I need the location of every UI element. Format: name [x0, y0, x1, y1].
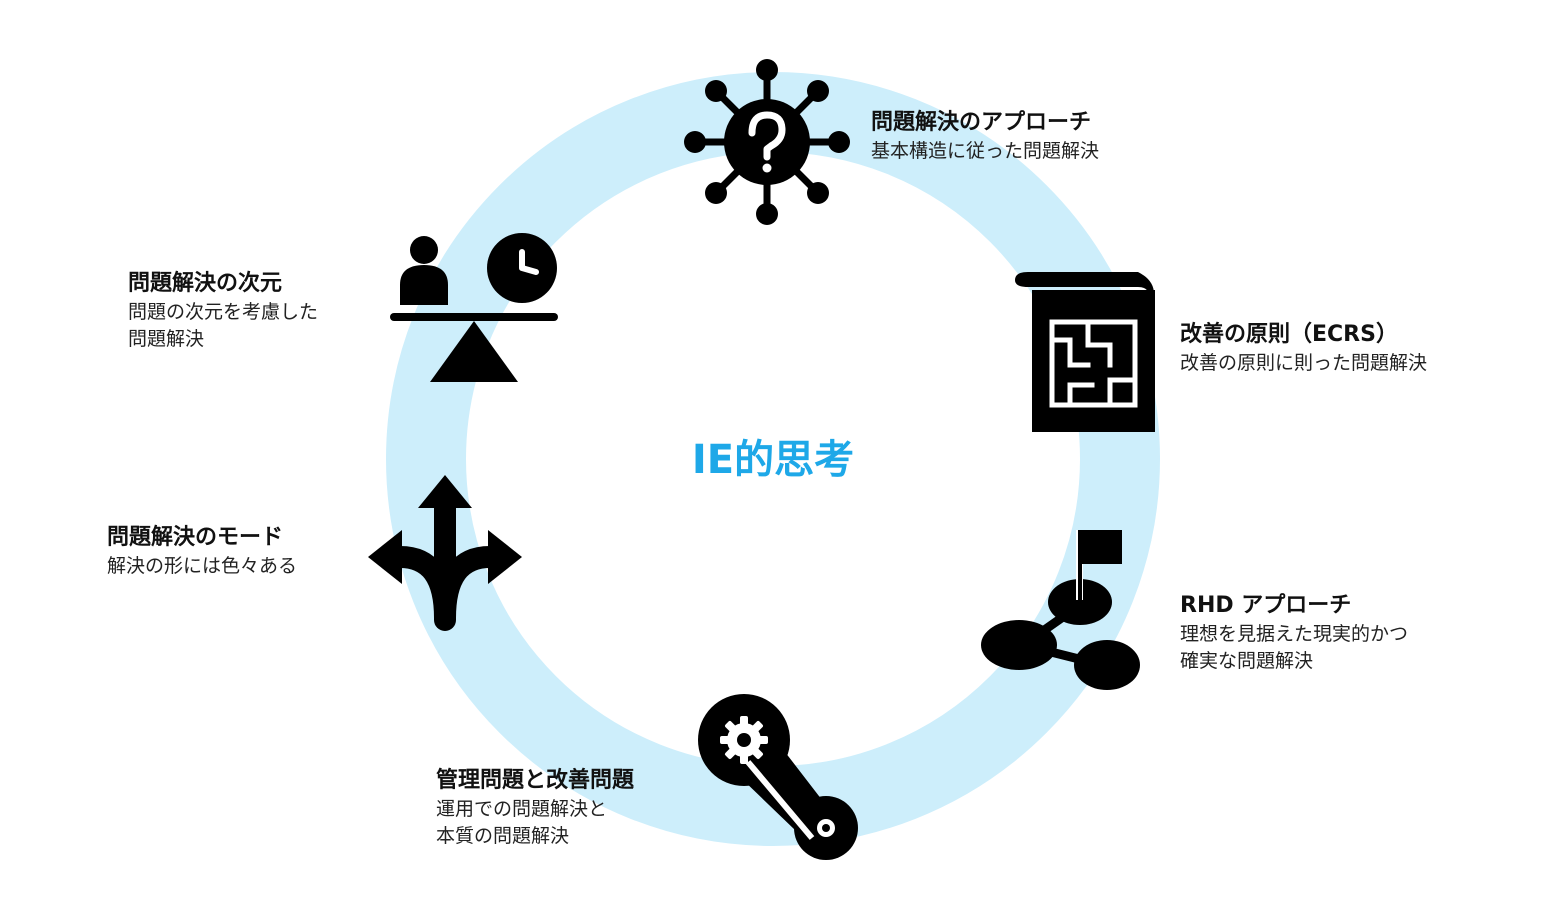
node-title: 改善の原則（ECRS） [1180, 322, 1398, 347]
node-desc: 改善の原則に則った問題解決 [1180, 352, 1428, 374]
node-desc: 解決の形には色々ある [107, 555, 298, 577]
node-desc: 確実な問題解決 [1180, 650, 1314, 672]
node-mode: 問題解決のモード 解決の形には色々ある [107, 523, 297, 580]
node-desc: 運用での問題解決と [436, 798, 608, 820]
node-dimension: 問題解決の次元 問題の次元を考慮した 問題解決 [128, 269, 318, 353]
node-desc: 問題の次元を考慮した [128, 301, 319, 323]
node-approach: 問題解決のアプローチ 基本構造に従った問題解決 [871, 108, 1099, 165]
node-desc: 本質の問題解決 [436, 825, 570, 847]
node-title: 問題解決のモード [107, 525, 284, 550]
question-virus-icon [684, 59, 850, 225]
node-title: 管理問題と改善問題 [436, 768, 635, 793]
node-ecrs: 改善の原則（ECRS） 改善の原則に則った問題解決 [1180, 320, 1427, 377]
node-desc: 問題解決 [128, 328, 205, 350]
node-management: 管理問題と改善問題 運用での問題解決と 本質の問題解決 [436, 766, 634, 850]
node-title: 問題解決の次元 [128, 271, 283, 296]
node-desc: 理想を見据えた現実的かつ [1180, 623, 1409, 645]
split-arrows-icon [368, 475, 522, 631]
maze-scroll-icon [1015, 272, 1155, 432]
node-title: RHD アプローチ [1180, 593, 1352, 618]
node-desc: 基本構造に従った問題解決 [871, 140, 1100, 162]
flag-path-icon [981, 530, 1140, 690]
balance-person-clock-icon [390, 233, 558, 382]
node-rhd: RHD アプローチ 理想を見据えた現実的かつ 確実な問題解決 [1180, 591, 1408, 675]
center-title: IE的思考 [691, 437, 855, 483]
gear-belt-icon [698, 694, 858, 860]
node-title: 問題解決のアプローチ [871, 110, 1092, 135]
